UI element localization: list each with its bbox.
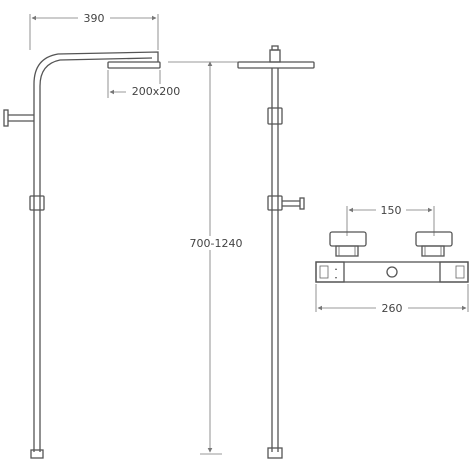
valve-spacing-label: 150 [381, 204, 402, 217]
front-head-connector [269, 49, 281, 63]
valve-temperature-handle [315, 261, 345, 283]
valve-width-dimension: 260 [315, 284, 469, 315]
side-shower-head [107, 61, 161, 69]
thermostatic-valve: 150 ▴ ▾ [315, 202, 469, 315]
front-view [237, 45, 315, 459]
side-height-clamp [29, 195, 45, 211]
front-shower-head [237, 61, 315, 69]
valve-width-label: 260 [382, 302, 403, 315]
front-bottom-connector [267, 447, 283, 459]
arm-length-label: 390 [84, 12, 105, 25]
arm-length-dimension: 390 [29, 10, 159, 50]
valve-outlet [386, 266, 398, 278]
side-riser-pipe [33, 51, 159, 85]
side-riser-pipe-inner [39, 57, 153, 87]
valve-body [315, 261, 469, 283]
valve-left-connector [329, 231, 367, 257]
height-range-label: 700-1240 [190, 237, 243, 250]
valve-flow-handle [439, 261, 469, 283]
side-bottom-connector [30, 449, 44, 459]
side-wall-bracket [3, 109, 34, 127]
front-wall-bracket [267, 107, 283, 125]
svg-text:▴: ▴ [335, 266, 337, 271]
valve-spacing-dimension: 150 [346, 202, 435, 236]
valve-right-connector [415, 231, 453, 257]
head-size-label: 200x200 [132, 85, 181, 98]
side-view: 390 200x200 [3, 10, 186, 459]
front-height-clamp [267, 195, 305, 211]
height-range-dimension: 700-1240 [168, 61, 260, 455]
head-size-dimension: 200x200 [107, 70, 186, 98]
svg-text:▾: ▾ [335, 275, 337, 280]
